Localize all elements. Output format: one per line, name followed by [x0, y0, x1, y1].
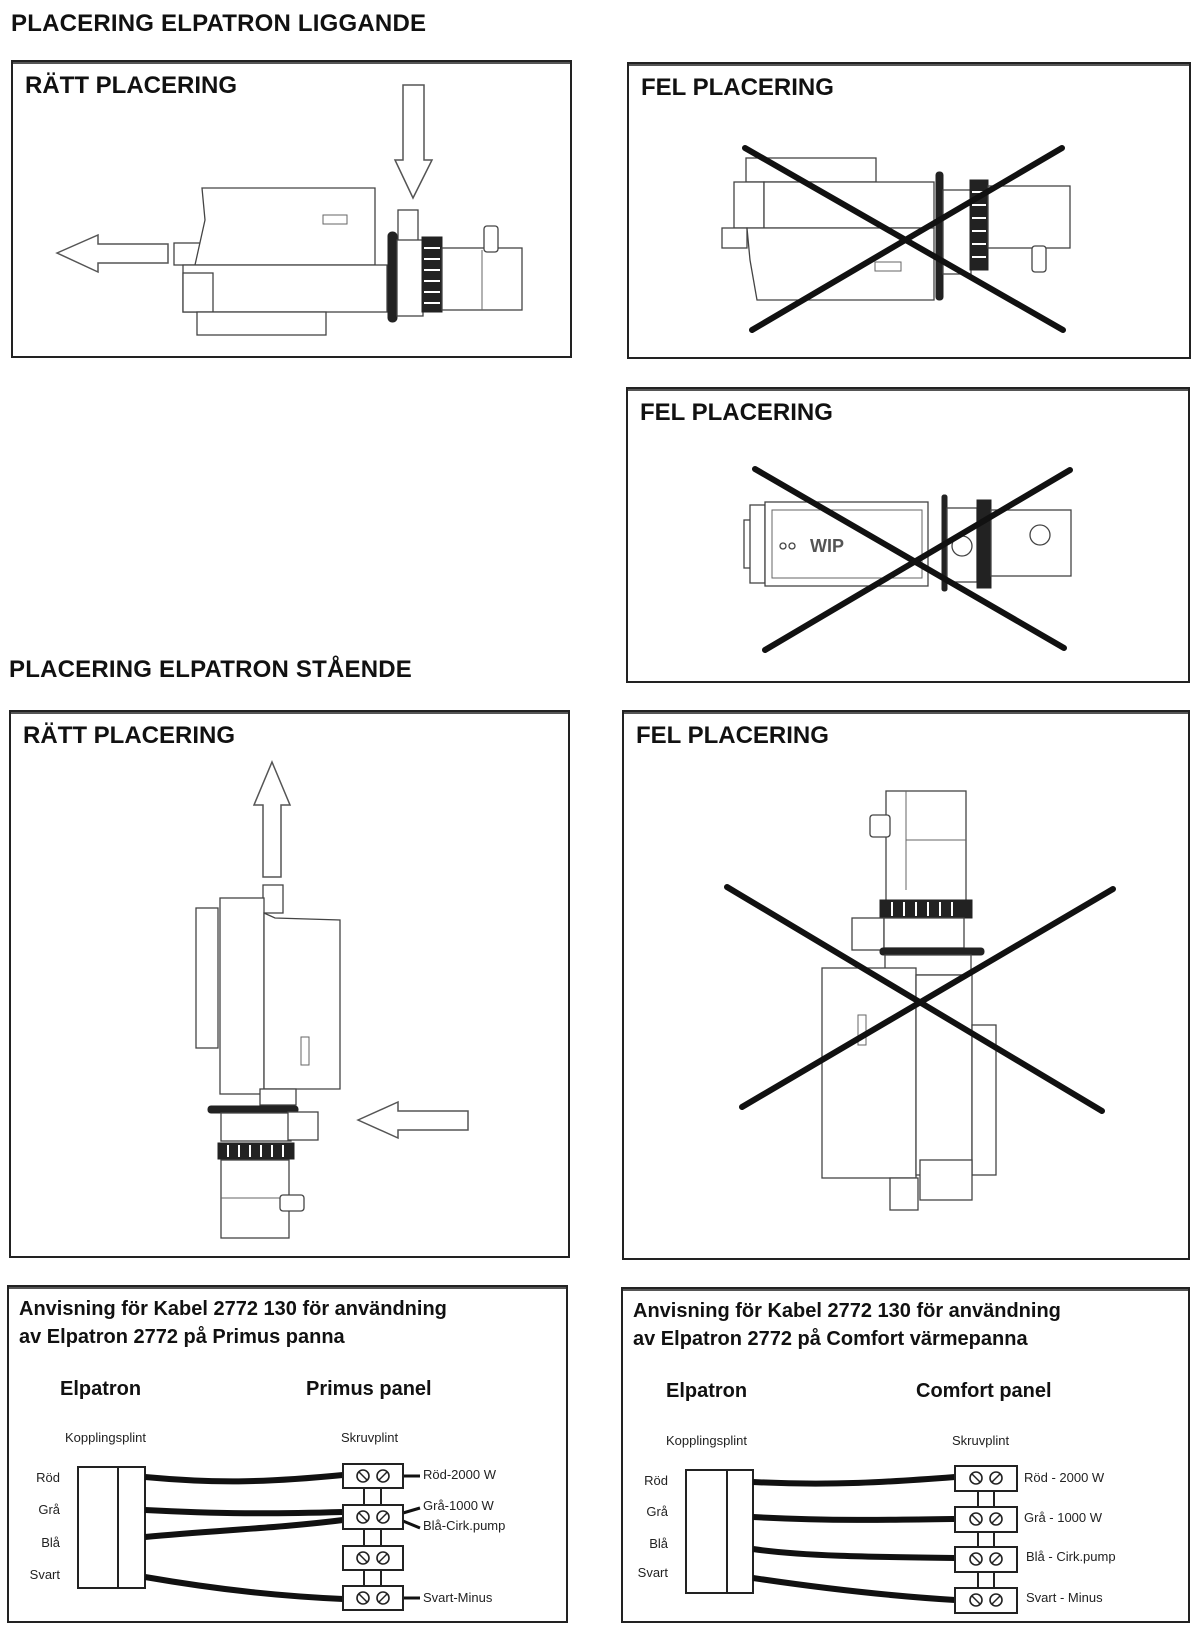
outlet-arrow-icon	[252, 760, 292, 878]
cable-black	[144, 1574, 344, 1602]
screw-block-label: Skruvplint	[952, 1433, 1010, 1448]
screw-terminal	[342, 1545, 404, 1571]
heater-upper-body	[746, 227, 935, 301]
cable-grey	[752, 1514, 956, 1523]
wire-color-label: Blå	[41, 1535, 60, 1550]
wire-color-label: Grå	[38, 1502, 60, 1517]
cross-out-icon	[724, 884, 1105, 1114]
wire-color-label: Röd	[36, 1470, 60, 1485]
mounting-bracket	[195, 907, 219, 1049]
wire-color-label: Blå	[649, 1536, 668, 1551]
knob	[1031, 245, 1047, 273]
nameplate	[874, 261, 902, 272]
panel-label: RÄTT PLACERING	[25, 72, 237, 99]
cable-red	[752, 1474, 956, 1487]
screw-terminal	[342, 1463, 404, 1489]
cross-out-icon	[752, 466, 1067, 651]
wiring-title-line2: av Elpatron 2772 på Primus panna	[19, 1326, 345, 1348]
terminal-label: Svart - Minus	[1026, 1590, 1103, 1605]
coupling-block-label: Kopplingsplint	[666, 1433, 747, 1448]
heater-lower-body	[182, 264, 388, 313]
outlet-stub	[919, 1159, 973, 1201]
screw-terminal	[342, 1585, 404, 1611]
terminal-label: Blå - Cirk.pump	[1026, 1549, 1116, 1564]
panel-label: FEL PLACERING	[640, 399, 833, 426]
cable-blue	[752, 1546, 956, 1561]
wiring-title: Anvisning för Kabel 2772 130 för användn…	[633, 1297, 1061, 1353]
thermostat-cap	[987, 185, 1071, 249]
terminal-label: Svart-Minus	[423, 1590, 493, 1605]
wire-color-label: Svart	[637, 1565, 668, 1580]
terminal-label: Röd - 2000 W	[1024, 1470, 1105, 1485]
panel-heading: Comfort panel	[916, 1380, 1052, 1402]
heater-upper-body	[263, 911, 341, 1090]
screw-terminal	[954, 1546, 1018, 1573]
knob	[1029, 524, 1051, 546]
cable-black	[752, 1575, 956, 1603]
coupling-block	[685, 1469, 754, 1594]
terminal-label: Blå-Cirk.pump	[423, 1518, 506, 1533]
section-title-vertical: PLACERING ELPATRON STÅENDE	[9, 656, 412, 683]
wiring-title: Anvisning för Kabel 2772 130 för användn…	[19, 1295, 447, 1351]
wiring-title-line1: Anvisning för Kabel 2772 130 för användn…	[19, 1298, 447, 1320]
nameplate	[857, 1014, 867, 1046]
panel-horizontal-wrong-top-view: FEL PLACERING	[626, 387, 1190, 683]
nameplate	[322, 214, 348, 225]
screw-block-label: Skruvplint	[341, 1430, 399, 1445]
screw-terminal	[954, 1587, 1018, 1614]
nameplate	[300, 1036, 310, 1066]
panel-label: FEL PLACERING	[636, 722, 829, 749]
panel-heading: Primus panel	[306, 1378, 432, 1400]
terminal-label: Röd-2000 W	[423, 1467, 496, 1482]
cable-red	[144, 1472, 344, 1485]
heater-lower-body	[219, 897, 265, 1095]
wiring-title-line1: Anvisning för Kabel 2772 130 för användn…	[633, 1300, 1061, 1322]
coupling-block-label: Kopplingsplint	[65, 1430, 146, 1445]
thermostat-cap	[220, 1159, 290, 1239]
wire-color-label: Svart	[29, 1567, 60, 1582]
knob	[869, 814, 891, 838]
cable-grey	[144, 1507, 344, 1517]
knob	[483, 225, 499, 253]
inlet-stub	[851, 917, 885, 951]
screw-terminal	[954, 1465, 1018, 1492]
thermostat-cap	[990, 509, 1072, 577]
gear-ring	[217, 1142, 295, 1160]
wiring-title-line2: av Elpatron 2772 på Comfort värmepanna	[633, 1328, 1028, 1350]
screw-terminal	[954, 1506, 1018, 1533]
elpatron-heading: Elpatron	[60, 1378, 142, 1400]
wire-color-label: Röd	[644, 1473, 668, 1488]
screw-terminal	[342, 1504, 404, 1530]
mounting-bracket	[196, 311, 327, 336]
inlet-stub	[287, 1111, 319, 1141]
inlet-arrow-icon	[356, 1100, 469, 1140]
brand-mark: WIP	[810, 536, 844, 556]
heater-body	[764, 501, 929, 587]
knob	[279, 1194, 305, 1212]
mounting-bracket	[971, 1024, 997, 1176]
section-title-horizontal: PLACERING ELPATRON LIGGANDE	[11, 10, 427, 37]
panel-label: RÄTT PLACERING	[23, 722, 235, 749]
inlet-arrow-icon	[393, 84, 434, 200]
terminal-label: Grå-1000 W	[423, 1498, 494, 1513]
panel-label: FEL PLACERING	[641, 74, 834, 101]
wire-color-label: Grå	[646, 1504, 668, 1519]
heater-upper-body	[821, 967, 917, 1179]
thermostat-cap	[885, 790, 967, 902]
terminal-label: Grå - 1000 W	[1024, 1510, 1103, 1525]
outlet-arrow-icon	[55, 233, 169, 274]
cable-blue	[144, 1517, 344, 1540]
elpatron-heading: Elpatron	[666, 1380, 748, 1402]
coupling-block	[77, 1466, 146, 1589]
